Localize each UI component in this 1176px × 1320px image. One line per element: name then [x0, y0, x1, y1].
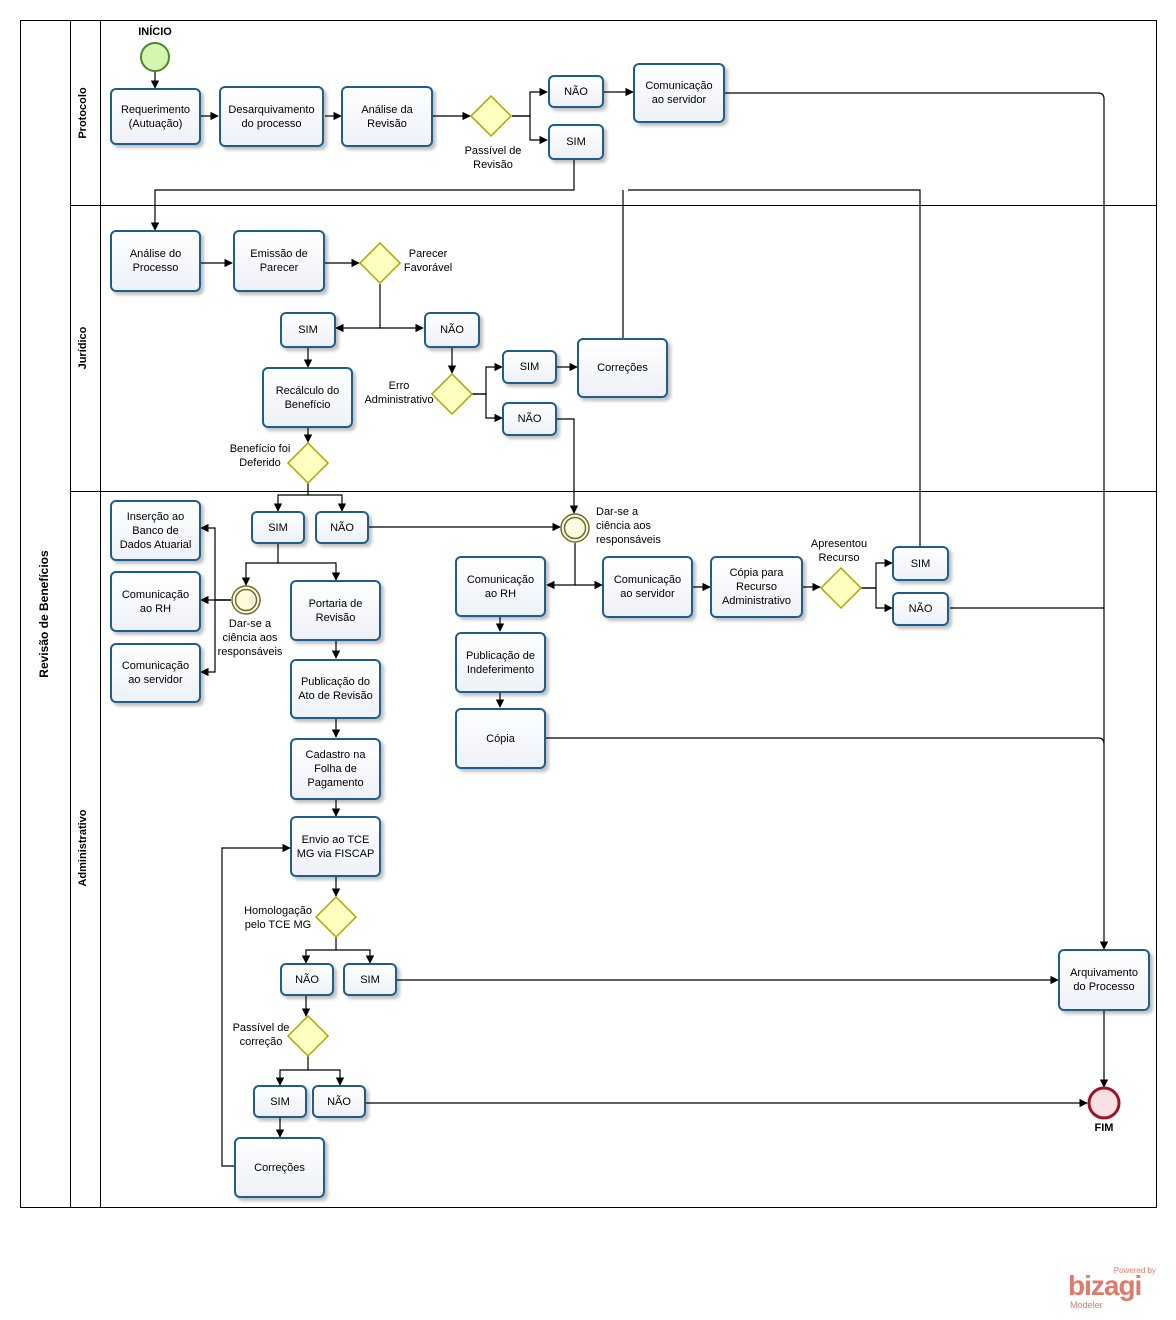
logo-name: bizagi [1068, 1270, 1142, 1301]
end-event-label: FIM [1094, 1122, 1114, 1134]
gateway-beneficio-deferido [286, 441, 330, 485]
task-copia-recurso[interactable]: Cópia para Recurso Administrativo [710, 556, 803, 618]
task-sim-protocolo[interactable]: SIM [548, 124, 604, 160]
end-event [1087, 1086, 1121, 1120]
task-nao-parecer[interactable]: NÃO [424, 312, 480, 348]
gateway-homologacao [314, 895, 358, 939]
gateway-label-beneficio-deferido: Benefício foi Deferido [229, 443, 291, 469]
gateway-passivel-correcao [286, 1014, 330, 1058]
intermediate-label-ciencia-1: Dar-se a ciência aos responsáveis [217, 618, 283, 658]
intermediate-event-ciencia-1 [231, 585, 261, 615]
task-nao-correcao[interactable]: NÃO [312, 1085, 366, 1118]
pool-title-divider [70, 20, 71, 1208]
task-sim-recurso[interactable]: SIM [892, 546, 949, 581]
task-cadastro-folha[interactable]: Cadastro na Folha de Pagamento [290, 738, 381, 800]
logo-product: Modeler [1070, 1300, 1103, 1310]
intermediate-label-ciencia-2: Dar-se a ciência aos responsáveis [596, 506, 661, 546]
task-nao-protocolo[interactable]: NÃO [548, 75, 604, 108]
pool-border [20, 20, 1157, 1208]
gateway-label-parecer-favoravel: Parecer Favorável [403, 248, 453, 274]
task-copia[interactable]: Cópia [455, 708, 546, 769]
gateway-apresentou-recurso [819, 566, 863, 610]
task-correcoes-admin[interactable]: Correções [234, 1137, 325, 1198]
task-emissao-parecer[interactable]: Emissão de Parecer [233, 230, 325, 292]
task-nao-erro[interactable]: NÃO [502, 402, 557, 436]
task-sim-correcao[interactable]: SIM [253, 1085, 307, 1118]
task-analise-processo[interactable]: Análise do Processo [110, 230, 201, 292]
task-insercao-banco[interactable]: Inserção ao Banco de Dados Atuarial [110, 500, 201, 561]
task-envio-tce[interactable]: Envio ao TCE MG via FISCAP [290, 816, 381, 877]
task-nao-recurso[interactable]: NÃO [892, 592, 949, 626]
task-publicacao-ato[interactable]: Publicação do Ato de Revisão [290, 659, 381, 719]
gateway-erro-administrativo [430, 372, 474, 416]
gateway-parecer-favoravel [358, 241, 402, 285]
gateway-label-passivel-revisao: Passível de Revisão [464, 145, 522, 171]
gateway-label-erro-administrativo: Erro Administrativo [364, 380, 434, 406]
task-nao-deferido[interactable]: NÃO [315, 511, 369, 544]
gateway-label-homologacao: Homologação pelo TCE MG [244, 905, 312, 931]
gateway-label-passivel-correcao: Passível de correção [232, 1022, 290, 1048]
task-nao-homologacao[interactable]: NÃO [280, 963, 334, 996]
task-recalculo[interactable]: Recálculo do Benefício [262, 367, 353, 428]
task-correcoes-juridico[interactable]: Correções [577, 338, 668, 398]
task-desarquivamento[interactable]: Desarquivamento do processo [219, 86, 324, 147]
task-sim-homologacao[interactable]: SIM [343, 963, 397, 996]
task-portaria[interactable]: Portaria de Revisão [290, 580, 381, 641]
intermediate-event-ciencia-2 [560, 513, 590, 543]
logo-powered: Powered by [1113, 1266, 1156, 1275]
task-comunicacao-rh-1[interactable]: Comunicação ao RH [110, 571, 201, 632]
task-arquivamento[interactable]: Arquivamento do Processo [1058, 949, 1150, 1011]
task-comunicacao-rh-2[interactable]: Comunicação ao RH [455, 556, 546, 617]
lane-divider-2 [70, 491, 1157, 492]
bizagi-logo: Powered by bizagi Modeler [1066, 1266, 1156, 1312]
gateway-label-apresentou-recurso: Apresentou Recurso [810, 538, 868, 564]
task-sim-parecer[interactable]: SIM [280, 312, 336, 348]
task-comunicacao-servidor-1[interactable]: Comunicação ao servidor [110, 643, 201, 703]
lane-title-divider [100, 20, 101, 1208]
task-comunicacao-servidor-2[interactable]: Comunicação ao servidor [602, 556, 693, 618]
lane-divider-1 [70, 205, 1157, 206]
task-sim-erro[interactable]: SIM [502, 350, 557, 384]
start-event-label: INÍCIO [138, 26, 172, 38]
start-event [140, 42, 170, 72]
task-analise-revisao[interactable]: Análise da Revisão [341, 86, 433, 147]
task-comunicacao-servidor-protocolo[interactable]: Comunicação ao servidor [633, 63, 725, 123]
task-publicacao-indeferimento[interactable]: Publicação de Indeferimento [455, 632, 546, 693]
task-requerimento[interactable]: Requerimento (Autuação) [110, 88, 201, 145]
task-sim-deferido[interactable]: SIM [251, 511, 305, 544]
gateway-passivel-revisao [469, 94, 513, 138]
